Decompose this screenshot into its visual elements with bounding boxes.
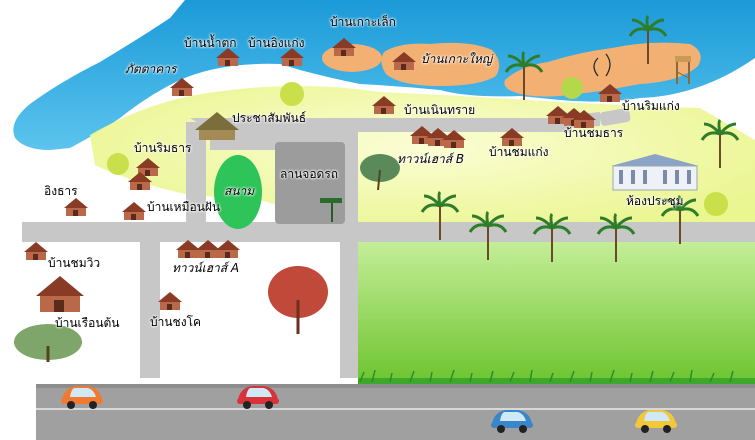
label-koh-lek: บ้านเกาะเล็ก xyxy=(330,15,396,29)
label-chom-kaeng: บ้านชมแก่ง xyxy=(489,145,549,159)
house-icon xyxy=(64,198,88,216)
tree-icon xyxy=(704,192,728,216)
house-icon xyxy=(158,292,182,310)
label-townhouse-b: ทาวน์เฮาส์ B xyxy=(397,152,465,166)
house-icon xyxy=(196,240,220,258)
house-icon xyxy=(24,242,48,260)
label-chom-than: บ้านชมธาร xyxy=(564,126,624,140)
house-icon xyxy=(36,276,84,312)
parking-lot xyxy=(275,142,345,224)
label-townhouse-a: ทาวน์เฮาส์ A xyxy=(172,261,240,275)
label-ing-kaeng: บ้านอิงแก่ง xyxy=(248,36,305,50)
tree-icon xyxy=(107,153,129,175)
label-prachasamphan: ประชาสัมพันธ์ xyxy=(232,111,307,125)
tree-icon xyxy=(360,154,400,191)
meeting-hall-icon xyxy=(611,154,699,191)
label-rim-kaeng: บ้านริมแก่ง xyxy=(622,99,680,113)
label-ruean-ton: บ้านเรือนต้น xyxy=(55,316,120,330)
main-road xyxy=(36,384,755,440)
house-icon xyxy=(122,202,146,220)
label-mueang-fan: บ้านเหมือนฝัน xyxy=(147,200,221,214)
label-hong-prachum: ห้องประชุม xyxy=(626,194,684,208)
label-phattakhan: ภัตตาคาร xyxy=(125,62,177,76)
label-ing-than: อิงธาร xyxy=(44,184,78,198)
flowers xyxy=(359,369,734,383)
house-icon xyxy=(216,240,240,258)
label-noen-sai: บ้านเนินทราย xyxy=(404,103,476,117)
tree-icon xyxy=(561,77,583,99)
sports-field xyxy=(214,155,262,229)
reception-hut-icon xyxy=(195,112,239,140)
label-chong-kho: บ้านชงโค xyxy=(150,315,202,329)
grass-field xyxy=(358,236,755,385)
label-rim-than: บ้านริมธาร xyxy=(134,141,192,155)
tree-icon xyxy=(268,266,328,334)
trees xyxy=(14,77,728,362)
river xyxy=(13,0,755,150)
signpost-icon xyxy=(320,198,342,222)
tree-icon xyxy=(14,324,82,362)
label-koh-yai: บ้านเกาะใหญ่ xyxy=(421,52,493,66)
water-tower-icon xyxy=(675,56,691,84)
tree-icon xyxy=(280,82,304,106)
big-island xyxy=(381,42,500,86)
label-sanam: สนาม xyxy=(224,184,255,198)
house-icon xyxy=(176,240,200,258)
label-chom-wiw: บ้านชมวิว xyxy=(48,256,101,270)
label-nam-tok: บ้านน้ำตก xyxy=(184,36,237,50)
east-island xyxy=(504,42,701,97)
bridge-icon xyxy=(593,53,611,77)
label-lan-jot-rot: ลานจอดรถ xyxy=(280,167,339,181)
